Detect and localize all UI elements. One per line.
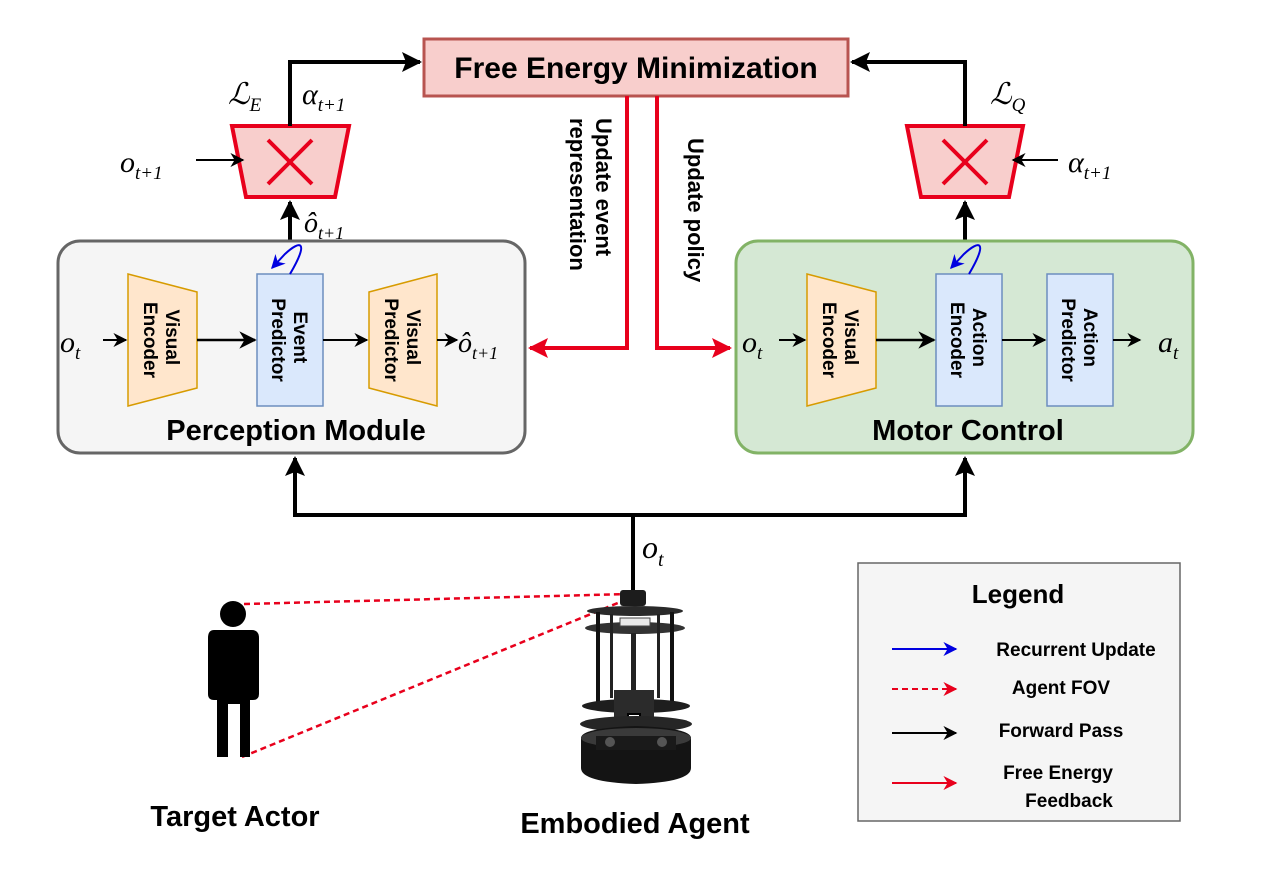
svg-text:Free Energy: Free Energy (1003, 763, 1113, 784)
pred-t1-left-label: ôt+1 (304, 208, 344, 243)
observation-to-motor-arrow (633, 456, 975, 517)
legend-item-free-energy-feedback: Free Energy Feedback (892, 763, 1113, 812)
motor-visual-encoder: Visual Encoder (806, 273, 877, 407)
motor-output-label: at (1158, 326, 1179, 364)
left-loss-node (229, 124, 352, 199)
multiply-icon (941, 138, 989, 186)
loss-e-label: ℒE (228, 78, 262, 116)
loss-q-label: ℒQ (990, 78, 1026, 116)
alpha-right-label: αt+1 (1068, 146, 1111, 184)
motor-action-encoder: Action Encoder (935, 273, 1003, 407)
svg-text:Visual Encoder: Visual Encoder (818, 302, 861, 379)
target-actor-label: Target Actor (150, 801, 319, 833)
robot-icon (580, 590, 692, 784)
svg-text:Action Encoder: Action Encoder (946, 302, 989, 379)
legend-item-agent-fov: Agent FOV (892, 678, 1110, 699)
perception-visual-predictor: Visual Predictor (368, 273, 438, 407)
motor-input-label: ot (742, 326, 763, 364)
legend: Legend Recurrent Update Agent FOV Forwar… (857, 562, 1181, 822)
right-loss-to-free-energy-arrow (850, 52, 967, 126)
svg-text:Action Predictor: Action Predictor (1057, 298, 1100, 382)
right-loss-node (904, 124, 1026, 199)
update-policy-feedback-arrow (655, 96, 732, 358)
perception-input-label: ot (60, 326, 81, 364)
perception-module-title: Perception Module (166, 415, 425, 447)
motor-control-title: Motor Control (872, 415, 1064, 447)
free-energy-title: Free Energy Minimization (454, 52, 817, 85)
free-energy-minimization-node: Free Energy Minimization (422, 37, 850, 98)
legend-item-forward-pass: Forward Pass (892, 721, 1123, 742)
observation-bus (285, 456, 635, 592)
perception-output-label: ôt+1 (458, 328, 498, 363)
update-event-label: Update event representation (565, 118, 616, 271)
person-silhouette-icon (208, 601, 259, 757)
legend-title: Legend (972, 579, 1064, 609)
multiply-icon (266, 138, 314, 186)
action-encoder-recurrent-arrow (950, 244, 982, 275)
svg-text:Feedback: Feedback (1025, 791, 1113, 812)
agent-fov-lower-line (241, 596, 631, 759)
svg-text:Agent FOV: Agent FOV (1012, 678, 1110, 699)
svg-text:Event Predictor: Event Predictor (267, 298, 310, 382)
legend-item-recurrent-update: Recurrent Update (892, 640, 1156, 661)
svg-text:Visual Predictor: Visual Predictor (380, 298, 423, 382)
update-policy-label: Update policy (683, 138, 708, 283)
svg-text:Recurrent Update: Recurrent Update (996, 640, 1155, 661)
perception-event-predictor: Event Predictor (256, 273, 324, 407)
observation-label: ot (642, 529, 664, 571)
svg-text:Forward Pass: Forward Pass (999, 721, 1124, 742)
svg-text:Visual Encoder: Visual Encoder (139, 302, 182, 379)
motor-action-predictor: Action Predictor (1046, 273, 1114, 407)
alpha-left-label: αt+1 (302, 78, 345, 116)
event-predictor-recurrent-arrow (271, 244, 303, 275)
agent-fov-upper-line (243, 592, 631, 606)
embodied-agent-label: Embodied Agent (520, 808, 750, 840)
obs-t1-left-label: ot+1 (120, 146, 163, 184)
perception-visual-encoder: Visual Encoder (127, 273, 198, 407)
update-event-feedback-arrow (528, 96, 629, 358)
left-loss-to-free-energy-arrow (288, 52, 422, 126)
